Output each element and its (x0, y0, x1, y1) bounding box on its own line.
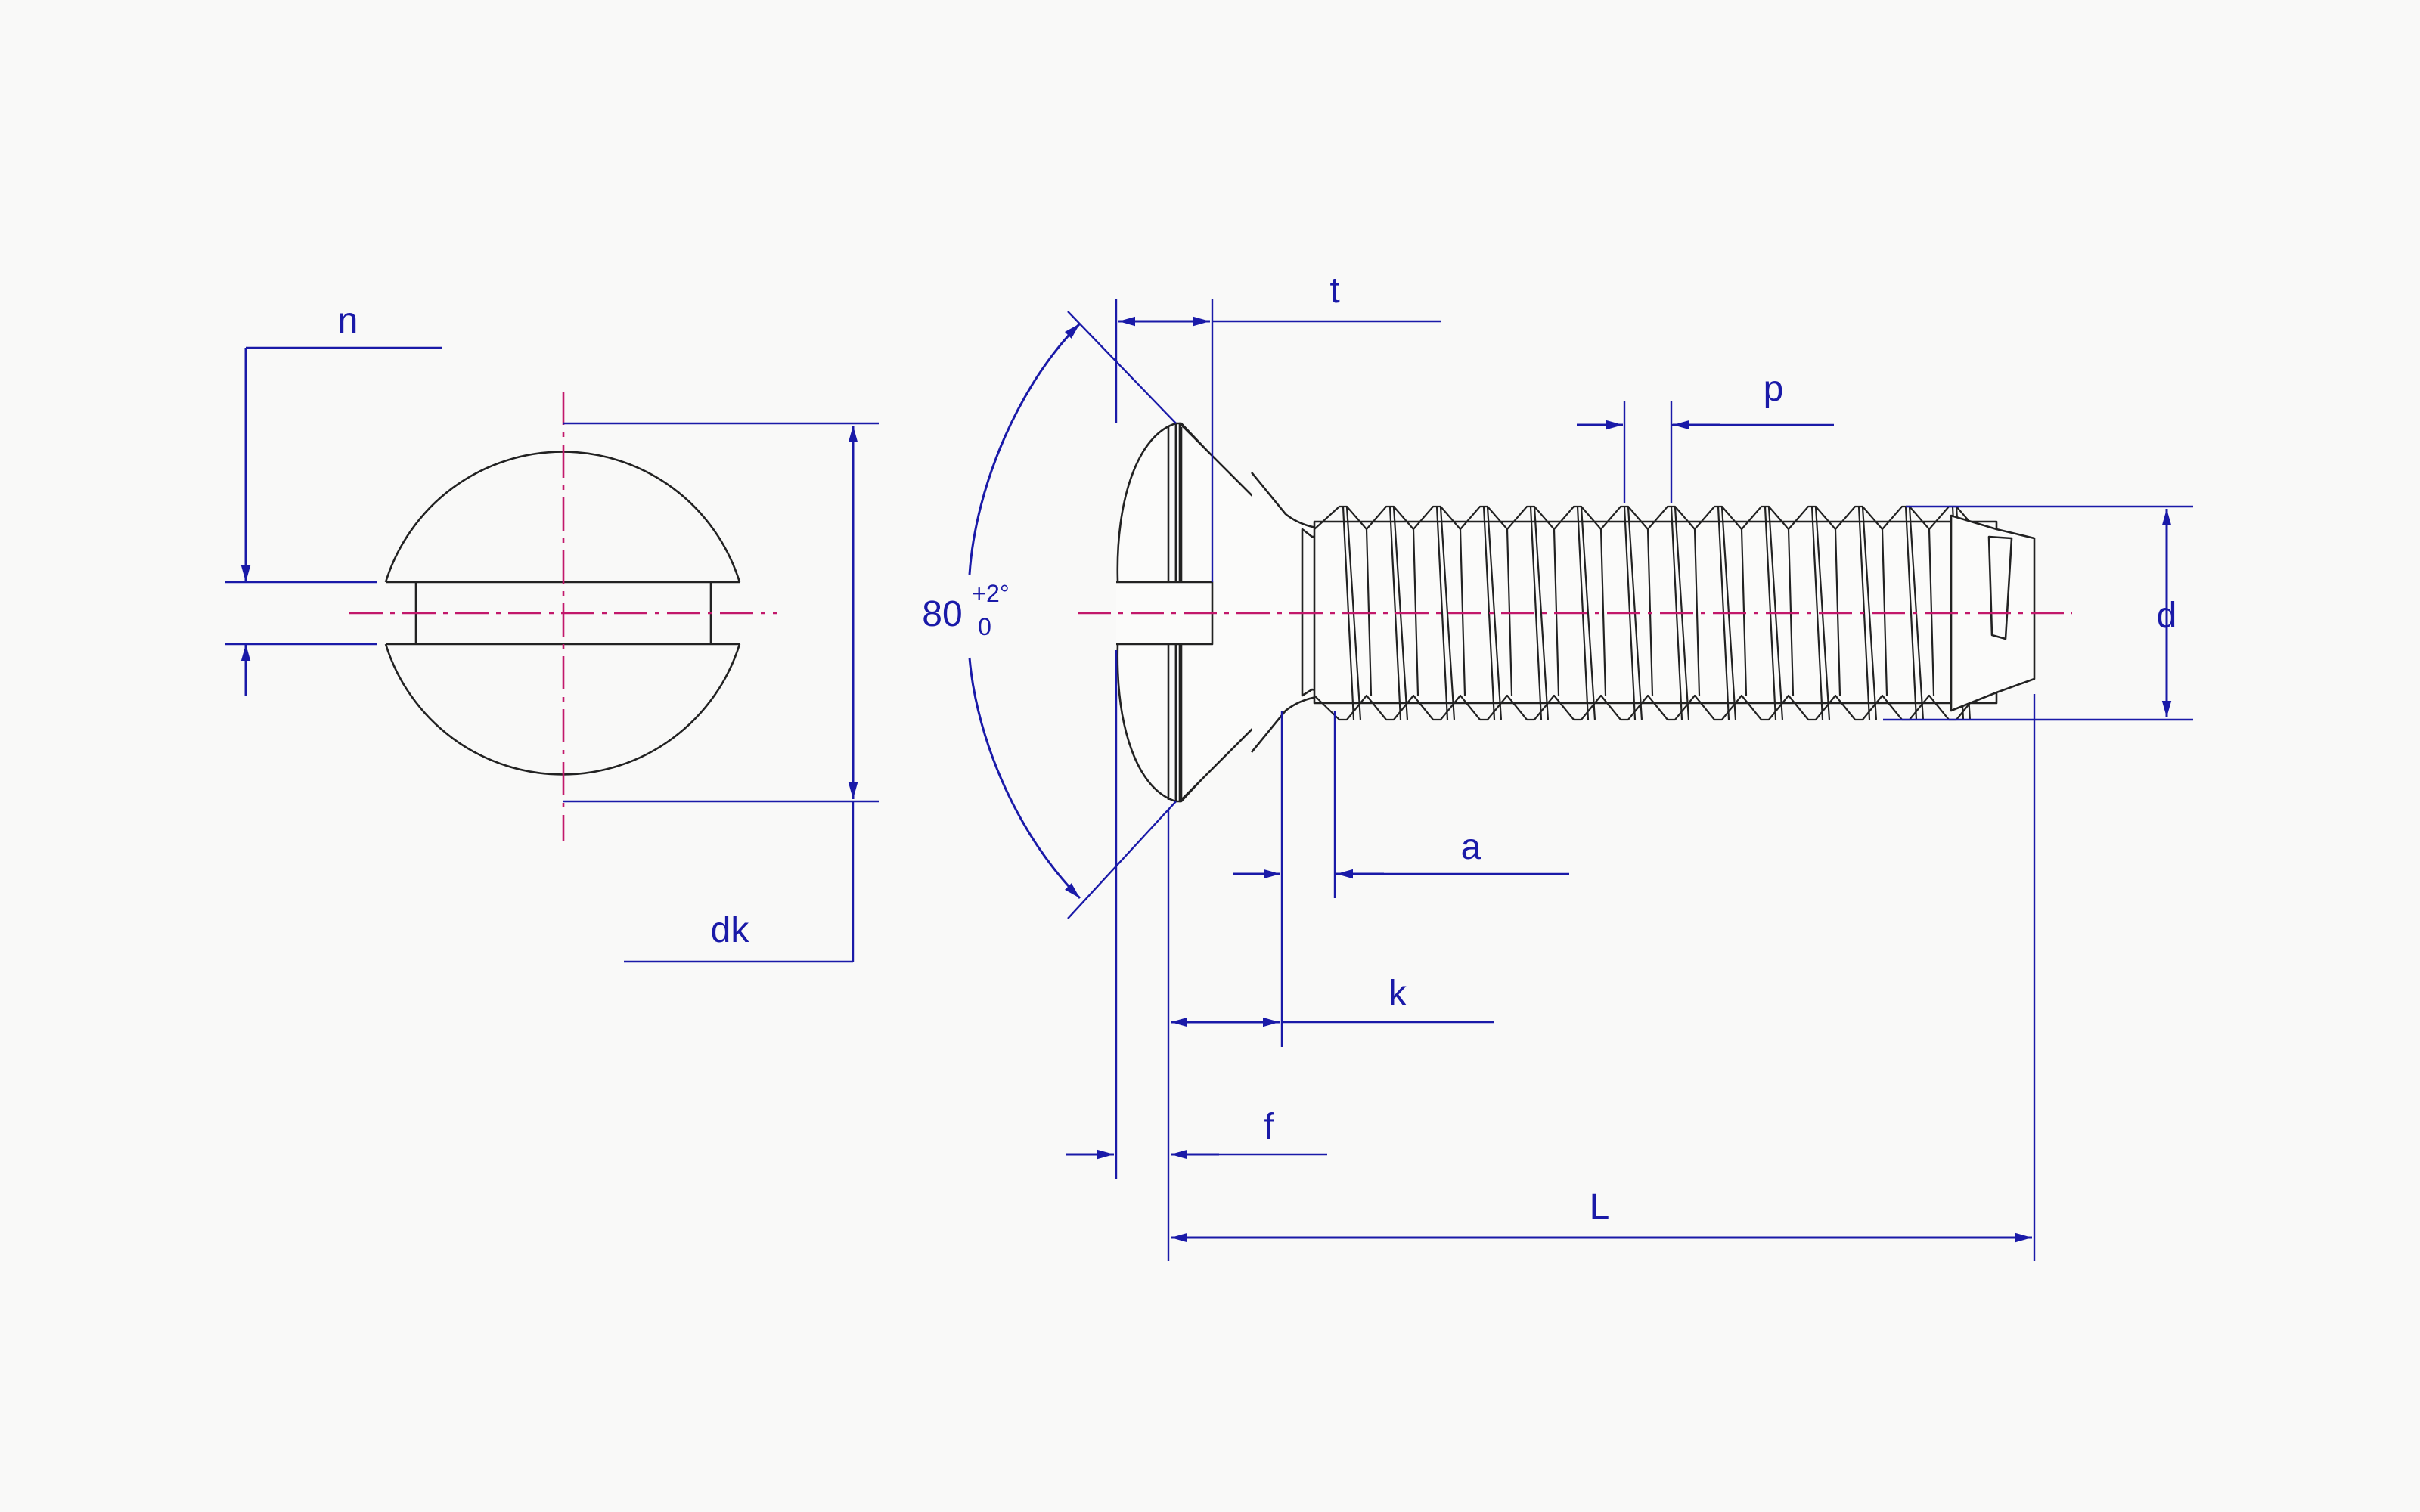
label-k: k (1388, 974, 1407, 1014)
label-f: f (1264, 1107, 1274, 1147)
screw-side-view (1078, 422, 2072, 803)
tip-slot (1987, 535, 2013, 640)
label-L: L (1590, 1187, 1610, 1227)
label-t: t (1329, 271, 1339, 311)
thread-crest-bottom (1314, 694, 1977, 721)
dimension-angle: 80 +2° 0 (922, 311, 1177, 919)
dimension-d: d (1883, 505, 2193, 721)
head-top-view (349, 392, 777, 841)
label-dk: dk (711, 910, 750, 950)
label-a: a (1461, 827, 1481, 867)
label-d: d (2157, 596, 2177, 636)
dimension-p: p (1577, 369, 1834, 503)
dimension-k: k (1167, 810, 1494, 1261)
dimension-dk: dk (563, 422, 879, 963)
dimension-f: f (1066, 650, 1327, 1179)
label-angle-tol-lower: 0 (978, 613, 991, 640)
label-angle-tol-upper: +2° (972, 580, 1009, 607)
dimension-n: n (225, 301, 442, 696)
label-p: p (1764, 369, 1784, 409)
label-angle-value: 80 (922, 594, 962, 634)
dimension-L: L (1171, 694, 2036, 1261)
dimension-a: a (1233, 711, 1569, 1047)
label-n: n (338, 301, 358, 341)
